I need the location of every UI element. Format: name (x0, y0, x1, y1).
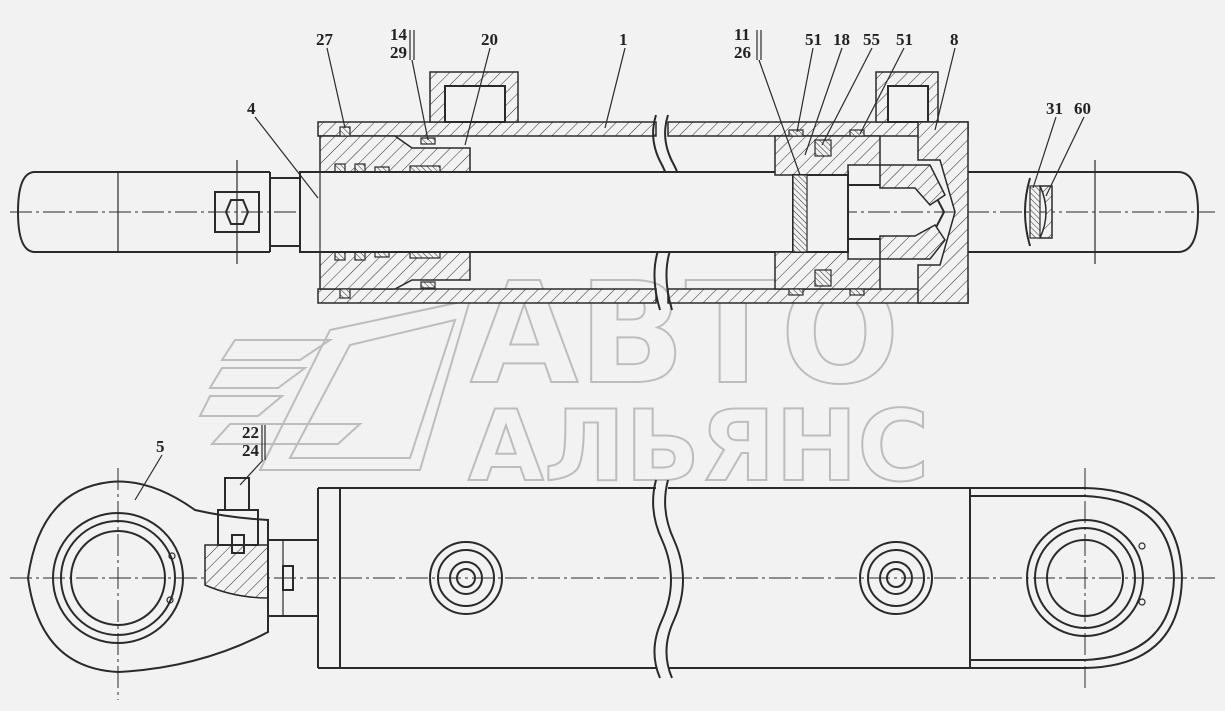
port-boss-right (859, 541, 933, 615)
nut-upper (879, 164, 946, 206)
callout-31: 31 (1046, 99, 1063, 118)
rod-eye-left (16, 171, 270, 253)
callout-11: 11 (734, 25, 750, 44)
callout-20: 20 (481, 30, 498, 49)
callout-51-left: 51 (805, 30, 822, 49)
callout-8: 8 (950, 30, 959, 49)
callout-18: 18 (833, 30, 850, 49)
grease-fitting-cap (224, 477, 250, 511)
callout-1: 1 (619, 30, 628, 49)
outside-view (10, 468, 1215, 700)
port-boss-left (429, 541, 503, 615)
callout-5: 5 (156, 437, 165, 456)
grease-nipple-housing (214, 191, 260, 233)
callout-29: 29 (390, 43, 407, 62)
body-break-right (664, 479, 684, 679)
callout-51-right: 51 (896, 30, 913, 49)
rod-eye-right (968, 171, 1200, 253)
callout-4: 4 (247, 99, 256, 118)
watermark-text-line2: АЛЬЯНС (468, 390, 929, 504)
nut-lower (879, 224, 946, 260)
callout-22: 22 (242, 423, 259, 442)
tube-wall-top-left (317, 121, 657, 137)
tube-wall-bottom-left (317, 288, 657, 304)
callouts: 27 14 29 20 1 11 26 51 18 55 51 8 4 31 6… (156, 25, 1091, 460)
watermark-logo-stripes (198, 298, 472, 471)
piston-seals (788, 129, 865, 296)
callout-14: 14 (390, 25, 408, 44)
rear-eye-outline (970, 487, 1184, 669)
part-60 (1038, 185, 1053, 239)
watermark: АВТО АЛЬЯНС (198, 252, 930, 505)
end-cap (917, 121, 969, 304)
piston-ring (792, 174, 808, 253)
cylinder-body (317, 487, 970, 669)
callout-27: 27 (316, 30, 334, 49)
hex-nut-icon (224, 199, 250, 225)
bushing-break (1024, 177, 1031, 247)
callout-55: 55 (863, 30, 880, 49)
callout-60: 60 (1074, 99, 1091, 118)
callout-24: 24 (242, 441, 260, 460)
leader-lines (134, 30, 1085, 501)
part-31 (1029, 185, 1041, 239)
piston-rod (299, 171, 849, 253)
callout-26: 26 (734, 43, 751, 62)
section-view (10, 71, 1215, 311)
body-break-left (652, 479, 672, 679)
